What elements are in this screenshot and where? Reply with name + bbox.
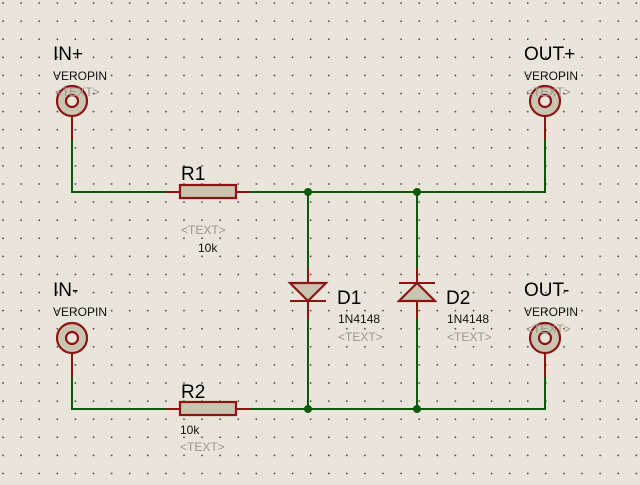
pin-type: VEROPIN: [524, 69, 578, 83]
wire-top-net[interactable]: [250, 140, 546, 193]
resistor-icon: [178, 400, 238, 417]
pin-text: <TEXT>: [55, 85, 100, 99]
component-text: <TEXT>: [447, 330, 492, 344]
pin-text: <TEXT>: [526, 85, 571, 99]
pin-in-plus[interactable]: IN+ VEROPIN <TEXT>: [53, 44, 107, 140]
pin-text: <TEXT>: [526, 322, 571, 336]
wire-bottom-net[interactable]: [250, 377, 546, 410]
junction-dot: [304, 188, 312, 196]
component-ref: R1: [181, 164, 205, 185]
pin-label: IN+: [53, 44, 83, 65]
junction-dot: [413, 188, 421, 196]
junction-dot: [413, 405, 421, 413]
component-text: <TEXT>: [180, 440, 225, 454]
pin-label: IN-: [53, 280, 78, 301]
pin-type: VEROPIN: [524, 305, 578, 319]
component-value: 10k: [180, 423, 200, 437]
pin-type: VEROPIN: [53, 69, 107, 83]
pin-in-minus[interactable]: IN- VEROPIN: [53, 280, 107, 377]
junction-dot: [304, 405, 312, 413]
resistor-r1[interactable]: R1 <TEXT> 10k: [166, 164, 250, 255]
component-value: 10k: [198, 241, 218, 255]
pin-out-minus[interactable]: OUT- VEROPIN <TEXT>: [524, 280, 578, 377]
component-value: 1N4148: [338, 312, 380, 326]
component-value: 1N4148: [447, 312, 489, 326]
component-ref: D1: [337, 288, 361, 309]
diode-icon: [396, 281, 438, 303]
component-ref: R2: [181, 382, 205, 403]
diode-d1[interactable]: D1 1N4148 <TEXT>: [287, 268, 383, 344]
wires: [71, 140, 546, 413]
pin-out-plus[interactable]: OUT+ VEROPIN <TEXT>: [524, 44, 578, 140]
pin-label: OUT+: [524, 44, 575, 65]
resistor-r2[interactable]: R2 10k <TEXT>: [166, 382, 250, 454]
wire-in-minus[interactable]: [71, 377, 168, 410]
wire-in-plus[interactable]: [71, 140, 168, 193]
component-text: <TEXT>: [181, 223, 226, 237]
resistor-icon: [178, 183, 238, 200]
pin-type: VEROPIN: [53, 305, 107, 319]
component-ref: D2: [446, 288, 470, 309]
pin-label: OUT-: [524, 280, 569, 301]
component-text: <TEXT>: [338, 330, 383, 344]
diode-icon: [287, 281, 329, 303]
diode-d2[interactable]: D2 1N4148 <TEXT>: [396, 268, 492, 344]
